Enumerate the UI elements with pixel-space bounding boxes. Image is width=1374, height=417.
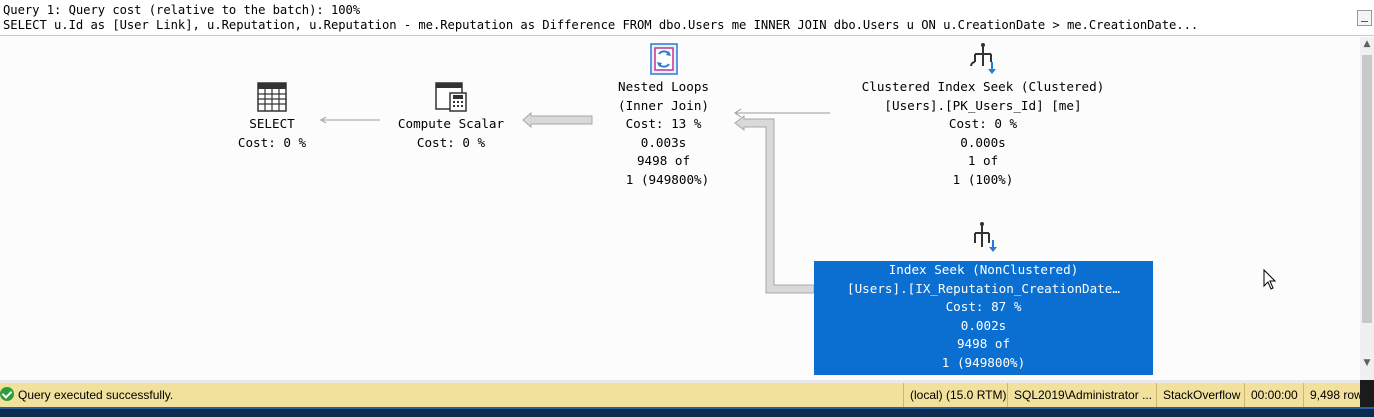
node-rows-actual: 9498 of: [636, 153, 691, 169]
arrow-indexseek-to-loops: [734, 114, 815, 294]
query-cost-text: Query 1: Query cost (relative to the bat…: [3, 3, 361, 17]
node-title: Compute Scalar: [397, 116, 505, 131]
arrowhead-select: [320, 116, 327, 124]
status-login: SQL2019\Administrator ...: [1007, 383, 1156, 407]
status-bar: Query executed successfully. (local) (15…: [0, 383, 1374, 407]
compute-scalar-icon: [435, 82, 467, 112]
arrow-loops-to-compute: [522, 111, 593, 129]
node-object: [Users].[IX_Reputation_CreationDate…: [847, 280, 1120, 296]
node-rows-actual: 9498 of: [956, 336, 1011, 352]
node-cost: Cost: 87 %: [945, 299, 1022, 315]
clustered-index-seek-icon: [970, 43, 996, 74]
node-rows-estimated: 1 (949800%): [941, 354, 1026, 370]
status-database: StackOverflow: [1156, 383, 1244, 407]
select-result-icon: [257, 82, 287, 112]
node-time: 0.003s: [640, 134, 687, 150]
success-check-icon: [0, 387, 14, 401]
node-time: 0.000s: [960, 134, 1006, 150]
node-title: Index Seek (NonClustered): [888, 262, 1079, 277]
mouse-cursor-icon: [1263, 269, 1277, 290]
status-message: Query executed successfully.: [18, 388, 174, 402]
plan-node-clustered-index-seek[interactable]: Clustered Index Seek (Clustered) [Users]…: [832, 42, 1134, 190]
plan-node-nested-loops[interactable]: Nested Loops (Inner Join) Cost: 13 % 0.0…: [597, 42, 730, 190]
plan-node-index-seek[interactable]: Index Seek (NonClustered) [Users].[IX_Re…: [814, 261, 1153, 375]
node-cost: Cost: 0 %: [416, 134, 486, 150]
node-cost: Cost: 0 %: [237, 134, 307, 150]
scroll-down-icon[interactable]: ▼: [1363, 358, 1371, 368]
horizontal-scroll-strip: [0, 380, 1360, 383]
index-seek-icon: [974, 222, 997, 252]
plan-connectors: [320, 108, 830, 294]
execution-plan-canvas[interactable]: SELECT Cost: 0 % Compute Scalar Cost: 0 …: [0, 37, 1360, 380]
node-subtitle: (Inner Join): [618, 97, 709, 113]
query-sql-text: SELECT u.Id as [User Link], u.Reputation…: [3, 18, 1199, 32]
node-title: Clustered Index Seek (Clustered): [861, 79, 1105, 94]
taskbar: [0, 407, 1374, 417]
status-server: (local) (15.0 RTM): [903, 383, 1007, 407]
taskbar-accent: [0, 407, 1374, 409]
node-cost: Cost: 13 %: [625, 116, 702, 132]
node-object: [Users].[PK_Users_Id] [me]: [884, 97, 1082, 113]
query-header: Query 1: Query cost (relative to the bat…: [0, 0, 1374, 36]
status-rows: 9,498 rows: [1303, 383, 1374, 407]
node-title: Nested Loops: [618, 79, 709, 94]
collapse-button[interactable]: [1357, 10, 1372, 26]
status-elapsed: 00:00:00: [1244, 383, 1303, 407]
node-cost: Cost: 0 %: [948, 116, 1018, 132]
vertical-scrollbar[interactable]: ▲ ▼: [1360, 37, 1374, 380]
arrowhead-loops-top: [734, 108, 742, 118]
node-time: 0.002s: [960, 317, 1007, 333]
node-rows-estimated: 1 (949800%): [625, 171, 710, 187]
node-title: SELECT: [249, 116, 295, 131]
scroll-up-icon[interactable]: ▲: [1363, 39, 1371, 49]
node-rows-actual: 1 of: [967, 153, 999, 169]
node-rows-estimated: 1 (100%): [952, 171, 1014, 187]
plan-node-select[interactable]: SELECT Cost: 0 %: [222, 81, 322, 152]
plan-node-compute-scalar[interactable]: Compute Scalar Cost: 0 %: [381, 81, 521, 152]
scroll-thumb[interactable]: [1362, 55, 1372, 323]
nested-loops-icon: [649, 43, 678, 75]
